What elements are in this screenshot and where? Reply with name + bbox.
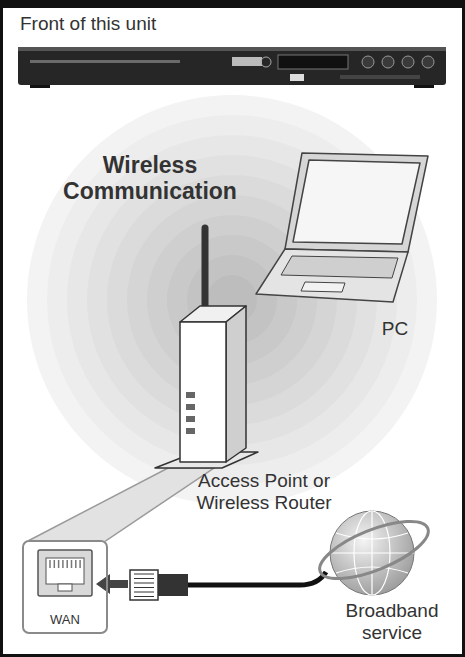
wave-ring	[27, 95, 437, 505]
wireless-heading: Wireless Communication	[62, 152, 238, 205]
router-label: Access Point or Wireless Router	[184, 470, 344, 514]
inset-ground	[22, 540, 108, 634]
unit-caption: Front of this unit	[20, 13, 320, 35]
pc-label: PC	[370, 318, 420, 340]
inset-wedge	[26, 468, 214, 542]
laptop-pc	[256, 153, 428, 302]
ethernet-cable	[96, 570, 326, 600]
wireless-router	[155, 228, 258, 468]
recorder-unit	[18, 47, 446, 88]
port-label: WAN	[24, 613, 106, 628]
broadband-label: Broadband service	[334, 600, 450, 644]
wireless-waves	[27, 95, 437, 505]
lan-port	[38, 550, 92, 596]
top-bar	[0, 0, 465, 8]
globe-internet	[313, 510, 436, 595]
wan-inset-box: WAN	[22, 540, 108, 634]
